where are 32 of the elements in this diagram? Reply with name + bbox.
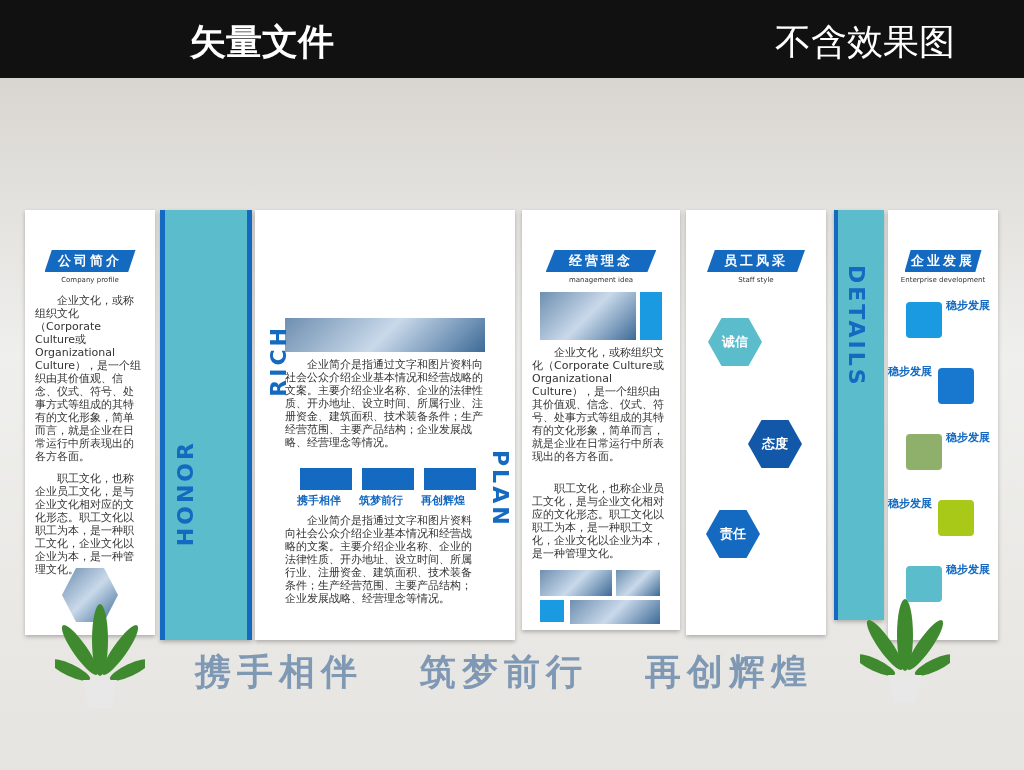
- stage-heading: 稳步发展: [946, 430, 990, 445]
- section-heading: 公司简介: [44, 250, 136, 272]
- slogan-text: 筑梦前行: [359, 493, 403, 508]
- body-paragraph: 职工文化，也称企业员工文化，是与企业文化相对应的文化形态。职工文化以职工为本，是一种职工文化，企业文化以企业为本，是一种管理文化。: [532, 482, 665, 560]
- stage-heading: 稳步发展: [888, 496, 932, 511]
- vertical-word: DETAILS: [844, 265, 869, 388]
- section-heading: 员工风采: [707, 250, 805, 272]
- wall-band: [160, 210, 252, 640]
- wall-panel: [25, 210, 155, 635]
- wall-panel: [686, 210, 826, 635]
- note-text: 不含效果图: [775, 20, 955, 64]
- body-paragraph: 职工文化，也称企业员工文化，是与企业文化相对应的文化形态。职工文化以职工为本，是一种职工文化，企业文化以企业为本，是一种管理文化。: [35, 472, 135, 576]
- slogan-text: 再创辉煌: [421, 493, 465, 508]
- stage-heading: 稳步发展: [946, 562, 990, 577]
- section-heading: 企业发展: [904, 250, 982, 272]
- wall-band: [834, 210, 884, 620]
- body-paragraph: 企业简介是指通过文字和图片资料向社会公众介绍企业基本情况和经营战略的文案。主要介绍企业名称、企业的法律性质、开办地址、设立时间、所属行业、注册资金、建筑面积、技术装备条件；生产经营范围、主要产品结构；企业发展战略、经营理念等情况。: [285, 358, 484, 449]
- body-paragraph: 企业文化，或称组织文化（Corporate Culture或Organizational Culture），是一个组织由其价值观、信念、仪式、符号、处事方式等组成的其特有的文化形象，简单而言，就是企业在日常运行中所表现出的各方各面。: [532, 346, 665, 463]
- vertical-word: HONOR: [173, 440, 198, 547]
- wall-panel: [888, 210, 998, 640]
- wall-slogan: 筑梦前行: [420, 650, 588, 694]
- section-heading: 经营理念: [545, 250, 657, 272]
- wall-panel: [255, 210, 515, 640]
- wall-slogan: 携手相伴: [195, 650, 363, 694]
- slogan-text: 携手相伴: [297, 493, 341, 508]
- title-text: 矢量文件: [190, 20, 334, 64]
- wall-slogan: 再创辉煌: [645, 650, 813, 694]
- stage-heading: 稳步发展: [946, 298, 990, 313]
- vertical-word: PLAN: [488, 450, 513, 528]
- body-paragraph: 企业文化，或称组织文化（Corporate Culture或Organizational Culture），是一个组织由其价值观、信念、仪式、符号、处事方式等组成的其特有的文化形象，简单而言，就是企业在日常运行中所表现出的各方各面。: [35, 294, 143, 463]
- body-paragraph: 企业简介是指通过文字和图片资料向社会公众介绍企业基本情况和经营战略的文案。主要介绍企业名称、企业的法律性质、开办地址、设立时间、所属行业、注册资金、建筑面积、技术装备条件；生产经营范围、主要产品结构；企业发展战略、经营理念等情况。: [285, 514, 473, 605]
- stage-heading: 稳步发展: [888, 364, 932, 379]
